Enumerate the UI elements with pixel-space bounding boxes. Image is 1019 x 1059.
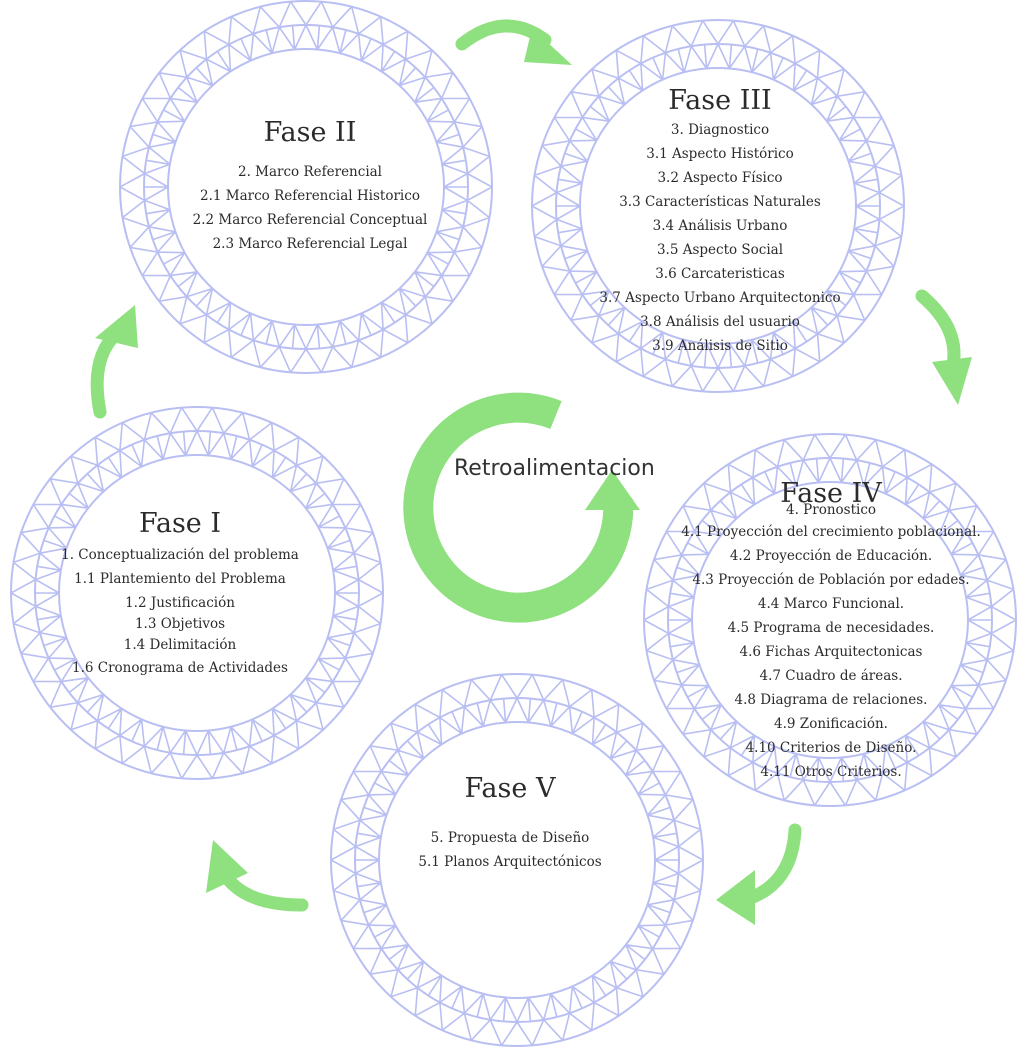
phase-1-text: Fase I 1. Conceptualización del problema… xyxy=(10,507,350,680)
arrow-1-to-2 xyxy=(90,305,138,419)
phase-4-item: 4.5 Programa de necesidades. xyxy=(727,620,935,636)
phase-3-item: 3.9 Análisis de Sitio xyxy=(652,338,788,354)
phase-5-item: 5.1 Planos Arquitectónicos xyxy=(418,854,602,870)
phase-4-item: 4.3 Proyección de Población por edades. xyxy=(692,572,970,588)
arrow-5-to-1 xyxy=(206,840,309,912)
phase-3-text: Fase III 3. Diagnostico 3.1 Aspecto Hist… xyxy=(560,84,880,358)
arrow-3-to-4 xyxy=(915,289,972,405)
phase-3-ring xyxy=(531,19,905,393)
phase-1-items: 1. Conceptualización del problema 1.1 Pl… xyxy=(10,543,350,680)
phase-3-item: 3.1 Aspecto Histórico xyxy=(646,146,794,162)
phase-1-item: 1. Conceptualización del problema xyxy=(61,547,299,563)
phase-5-title: Fase V xyxy=(464,773,556,804)
phase-3-item: 3.8 Análisis del usuario xyxy=(640,314,800,330)
phase-2-title: Fase II xyxy=(263,117,357,148)
phase-4-item: 4.2 Proyección de Educación. xyxy=(729,548,933,564)
phase-2-item: 2. Marco Referencial xyxy=(238,164,382,180)
phase-1-title: Fase I xyxy=(138,508,222,539)
phase-3-items: 3. Diagnostico 3.1 Aspecto Histórico 3.2… xyxy=(560,118,880,358)
feedback-cycle-arrow xyxy=(403,392,640,623)
phase-3-item: 3.4 Análisis Urbano xyxy=(652,218,788,234)
phase-4-items: 4. Pronostico 4.1 Proyección del crecimi… xyxy=(646,500,1016,784)
phase-1-ring xyxy=(10,406,384,780)
phase-2-ring xyxy=(119,0,493,374)
phase-4-text: Fase IV 4. Pronostico 4.1 Proyección del… xyxy=(646,480,1016,784)
phase-1-item: 1.1 Plantemiento del Problema xyxy=(74,571,286,587)
phase-3-title: Fase III xyxy=(668,85,772,116)
phase-5-ring xyxy=(330,673,704,1047)
phase-4-item: 4.1 Proyección del crecimiento poblacion… xyxy=(681,524,981,540)
phase-4-item: 4.8 Diagrama de relaciones. xyxy=(734,692,928,708)
phase-2-text: Fase II 2. Marco Referencial 2.1 Marco R… xyxy=(150,116,470,256)
phase-3-item: 3.6 Carcateristicas xyxy=(655,266,785,282)
arrow-2-to-3 xyxy=(455,19,572,65)
phase-4-item: 4.6 Fichas Arquitectonicas xyxy=(739,644,923,660)
phase-4-item: 4.11 Otros Criterios. xyxy=(760,764,902,780)
phase-2-item: 2.3 Marco Referencial Legal xyxy=(212,236,408,252)
phase-4-ring xyxy=(643,433,1017,807)
phase-1-item: 1.6 Cronograma de Actividades xyxy=(72,660,288,676)
phase-4-item: 4. Pronostico xyxy=(785,502,877,518)
phase-5-items: 5. Propuesta de Diseño 5.1 Planos Arquit… xyxy=(360,826,660,874)
arrow-4-to-5 xyxy=(716,823,802,925)
phase-4-item: 4.7 Cuadro de áreas. xyxy=(759,668,903,684)
phase-3-item: 3.7 Aspecto Urbano Arquitectonico xyxy=(599,290,841,306)
phase-1-item: 1.4 Delimitación xyxy=(123,637,237,653)
phase-4-item: 4.9 Zonificación. xyxy=(774,716,888,732)
phase-5-text: Fase V 5. Propuesta de Diseño 5.1 Planos… xyxy=(360,772,660,874)
feedback-label: Retroalimentacion xyxy=(454,456,655,481)
phase-5-item: 5. Propuesta de Diseño xyxy=(430,830,590,846)
phase-1-item: 1.2 Justificación xyxy=(125,595,235,611)
phase-2-item: 2.1 Marco Referencial Historico xyxy=(200,188,420,204)
phase-2-items: 2. Marco Referencial 2.1 Marco Referenci… xyxy=(150,160,470,256)
phase-3-item: 3.3 Características Naturales xyxy=(619,194,821,210)
phase-3-item: 3.5 Aspecto Social xyxy=(656,242,784,258)
phase-4-item: 4.10 Criterios de Diseño. xyxy=(745,740,917,756)
phase-4-title: Fase IV xyxy=(780,478,882,509)
phase-4-item: 4.4 Marco Funcional. xyxy=(757,596,905,612)
phase-3-item: 3.2 Aspecto Físico xyxy=(657,170,783,186)
phase-1-item: 1.3 Objetivos xyxy=(134,616,226,632)
phase-2-item: 2.2 Marco Referencial Conceptual xyxy=(192,212,428,228)
phase-3-item: 3. Diagnostico xyxy=(670,122,770,138)
